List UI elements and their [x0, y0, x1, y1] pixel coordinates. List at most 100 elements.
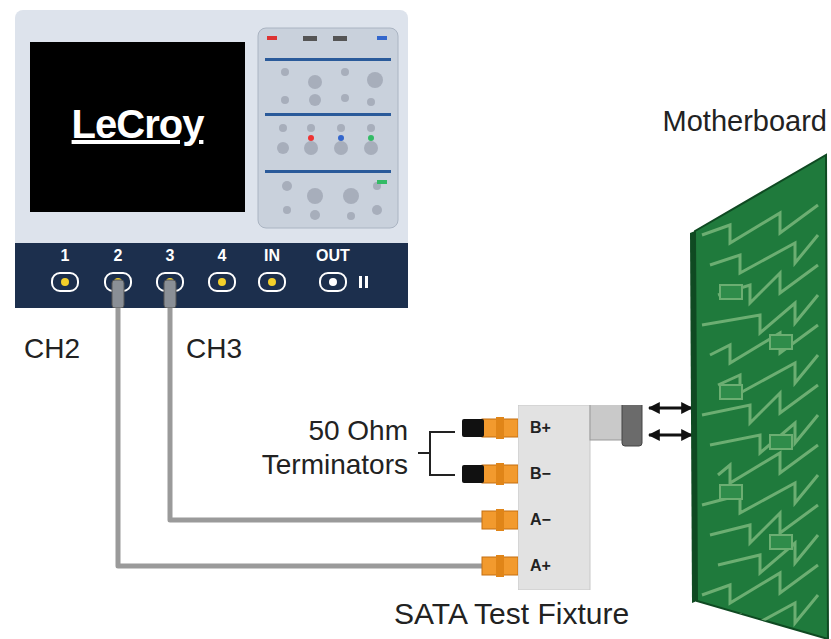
panel-line: [265, 58, 391, 61]
trace: [710, 505, 818, 543]
channel-label: IN: [264, 247, 280, 265]
panel-button: [333, 36, 347, 41]
probe-plug: [164, 280, 176, 308]
panel-knob: [282, 181, 292, 191]
port-center: [329, 278, 337, 286]
panel-knob: [308, 75, 322, 89]
trace: [718, 445, 818, 483]
probe-cable: [170, 308, 518, 520]
panel-line: [265, 170, 391, 173]
port-center: [268, 278, 276, 286]
panel-knob: [364, 141, 378, 155]
sma-nut: [496, 555, 504, 577]
panel-knob: [341, 68, 349, 76]
channel-name: CH2: [24, 333, 80, 365]
panel-knob: [343, 188, 359, 204]
panel-knob: [279, 124, 287, 132]
pause-mark: [365, 276, 368, 288]
port-label: A−: [530, 511, 551, 529]
panel-knob: [341, 94, 349, 102]
panel-led: [338, 135, 344, 141]
trace: [702, 205, 818, 243]
fixture-box: [518, 405, 590, 590]
trace: [710, 325, 818, 363]
board: [695, 155, 828, 639]
panel-led: [377, 36, 387, 40]
panel-knob: [277, 142, 289, 154]
panel-led: [377, 180, 387, 184]
control-panel: [258, 28, 398, 228]
terminator: [462, 419, 484, 437]
motherboard-shape: [690, 145, 831, 639]
trace: [718, 265, 818, 303]
trace: [710, 415, 818, 453]
bnc-port: [52, 273, 78, 291]
fixture-title: SATA Test Fixture: [394, 597, 629, 631]
trace: [710, 235, 818, 273]
trace: [702, 385, 818, 423]
panel-knob: [309, 94, 321, 106]
trace: [702, 565, 818, 603]
panel-knob: [334, 141, 348, 155]
panel-knob: [367, 72, 383, 88]
panel-knob: [367, 98, 375, 106]
panel-button: [303, 36, 317, 41]
port-label: B−: [530, 465, 551, 483]
terminator: [462, 465, 484, 483]
terminator-label: 50 Ohm Terminators: [170, 414, 408, 481]
port-label: A+: [530, 557, 551, 575]
bnc-port: [209, 273, 235, 291]
trace: [710, 595, 818, 633]
bracket: [418, 432, 455, 475]
bnc-port: [259, 273, 285, 291]
trace: [702, 295, 818, 333]
sma-nut: [496, 463, 504, 485]
channel-label: 3: [166, 247, 175, 265]
sma-nut: [496, 417, 504, 439]
panel-knob: [281, 96, 289, 104]
connector-plugs: [462, 417, 518, 577]
panel-knob: [337, 124, 345, 132]
channel-label: OUT: [316, 247, 350, 265]
channel-label: 4: [218, 247, 227, 265]
trace: [702, 475, 818, 513]
chip-pad: [770, 335, 792, 349]
panel-knob: [281, 68, 289, 76]
chip-pad: [770, 535, 792, 549]
scope-front-strip: [15, 243, 408, 308]
channel-label: 1: [61, 247, 70, 265]
pause-mark: [359, 276, 362, 288]
trace: [718, 535, 818, 573]
panel-knob: [307, 124, 315, 132]
signal-arrow: [649, 434, 692, 437]
panel-knob: [310, 210, 320, 220]
panel-knob: [367, 124, 375, 132]
test-fixture: B+B−A−A+SATA Test Fixture: [518, 405, 645, 590]
port-center: [218, 278, 226, 286]
port-label: B+: [530, 419, 551, 437]
sma-nut: [496, 509, 504, 531]
signal-arrow: [649, 407, 692, 410]
panel-knob: [347, 212, 355, 220]
traces: [702, 205, 818, 633]
sata-clamp: [622, 405, 642, 446]
panel-line: [265, 113, 391, 116]
port-center: [61, 278, 69, 286]
sata-cable: [590, 405, 626, 440]
logo-text: LeCroy: [30, 102, 245, 147]
scope-screen: LeCroy: [30, 42, 245, 212]
chip-pad: [770, 435, 792, 449]
panel-led: [308, 135, 314, 141]
bnc-port: [320, 273, 346, 291]
channel-label: 2: [114, 247, 123, 265]
probe-plug: [112, 280, 124, 308]
probe-cable: [118, 308, 518, 566]
chip-pad: [720, 485, 742, 499]
panel-led: [267, 36, 277, 40]
scope-housing: [15, 10, 408, 250]
panel-knob: [372, 205, 382, 215]
panel-led: [368, 135, 374, 141]
panel-knob: [307, 188, 323, 204]
panel-knob: [304, 141, 318, 155]
